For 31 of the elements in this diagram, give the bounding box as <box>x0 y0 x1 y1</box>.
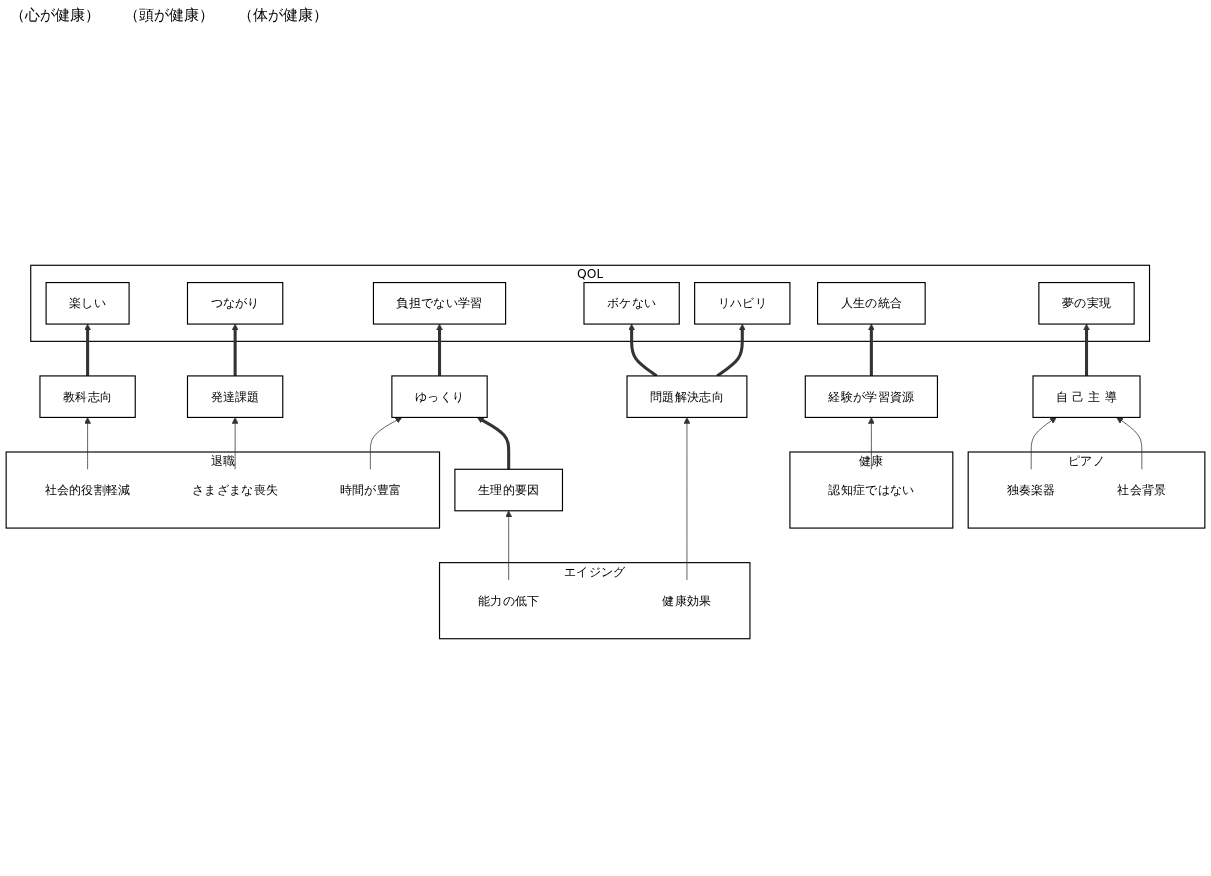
arrow <box>476 417 511 470</box>
arrow <box>436 323 443 376</box>
node-box: 人生の統合 <box>817 282 926 325</box>
node-text: 認知症ではない <box>828 482 915 497</box>
node-box: 自 己 主 導 <box>1032 375 1141 418</box>
arrow <box>868 323 875 376</box>
node-text: 健康効果 <box>662 593 712 608</box>
node-box: 教科志向 <box>39 375 136 418</box>
node-text: 時間が豊富 <box>339 482 402 497</box>
group-note: （体が健康） <box>238 6 328 25</box>
node-box: 楽しい <box>45 282 130 325</box>
arrow <box>84 323 91 376</box>
node-box: ボケない <box>583 282 680 325</box>
node-box: 発達課題 <box>186 375 284 418</box>
node-text: 独奏楽器 <box>1006 482 1056 497</box>
node-box: 経験が学習資源 <box>804 375 939 418</box>
group-note: （頭が健康） <box>124 6 214 25</box>
node-box: つながり <box>186 282 284 325</box>
group-note: （心が健康） <box>10 6 100 25</box>
node-box: 問題解決志向 <box>626 375 748 418</box>
node-text: 社会背景 <box>1117 482 1167 497</box>
node-text: 社会的役割軽減 <box>44 482 131 497</box>
node-text: さまざまな喪失 <box>192 482 279 497</box>
node-box: リハビリ <box>694 282 791 325</box>
node-box: 夢の実現 <box>1038 282 1135 325</box>
node-box: ゆっくり <box>391 375 488 418</box>
node-box: 負担でない学習 <box>372 282 507 325</box>
arrow <box>231 323 239 376</box>
node-box: 生理的要因 <box>454 468 564 512</box>
arrow <box>1083 323 1090 376</box>
node-text: 能力の低下 <box>477 593 540 608</box>
